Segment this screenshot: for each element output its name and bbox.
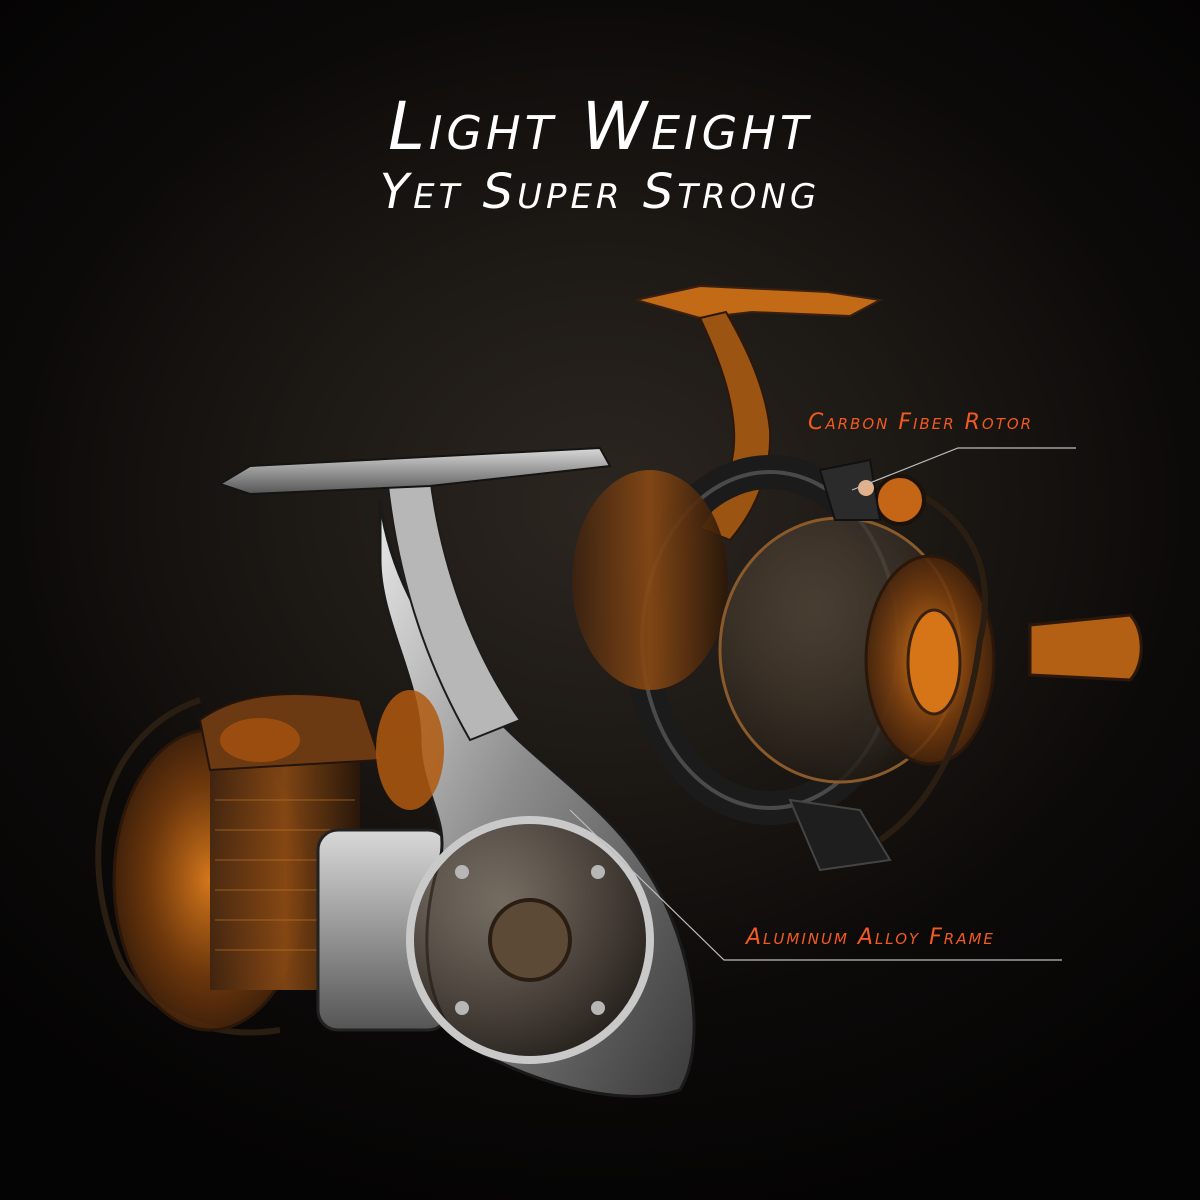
- callout-lines: [569, 447, 1076, 961]
- rear-reel-roller: [874, 474, 926, 526]
- front-reel-stem: [386, 474, 522, 742]
- rear-reel: [572, 284, 1143, 872]
- front-reel: [95, 446, 696, 1098]
- callout-line-rotor: [851, 447, 1076, 491]
- rear-reel-bail: [878, 477, 989, 843]
- rear-reel-handle-knob: [1028, 613, 1143, 682]
- rear-reel-foot: [635, 284, 884, 320]
- front-reel-foot: [217, 446, 612, 496]
- headline-subtitle: Yet Super Strong: [379, 164, 821, 220]
- callout-aluminum-alloy-frame: Aluminum Alloy Frame: [746, 925, 995, 950]
- headline-title: Light Weight: [388, 88, 812, 165]
- rear-reel-body: [572, 470, 728, 690]
- callout-line-frame: [569, 809, 1062, 961]
- callout-carbon-fiber-rotor: Carbon Fiber Rotor: [808, 410, 1034, 435]
